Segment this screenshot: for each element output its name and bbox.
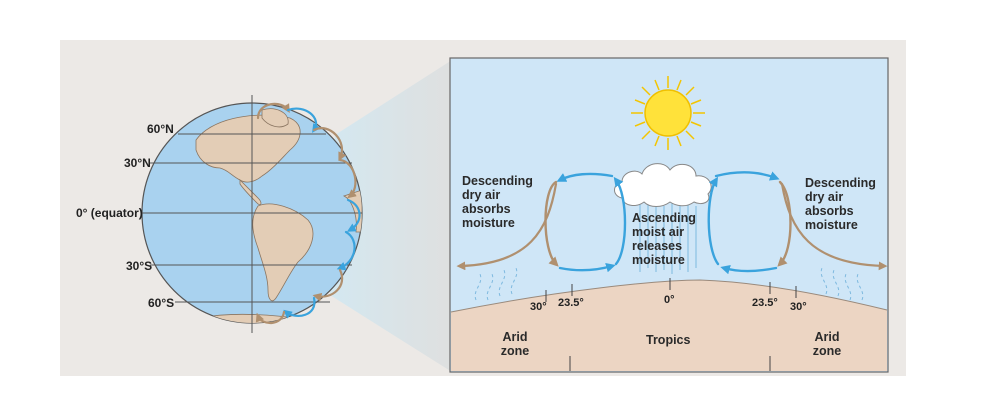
left-label-line-4: moisture xyxy=(462,216,515,230)
left-arid-zone-label: Arid zone xyxy=(498,330,532,358)
center-label-line-3: releases xyxy=(632,239,683,253)
sun-icon xyxy=(631,76,705,150)
right-hadley-cell xyxy=(707,171,792,275)
globe xyxy=(141,95,363,333)
south-america xyxy=(252,203,314,302)
tick-label-right-30: 30° xyxy=(790,301,807,313)
greenland xyxy=(261,108,289,128)
tick-label-center-0: 0° xyxy=(664,294,675,306)
right-label-line-2: dry air xyxy=(805,190,844,204)
right-arid-zone-label: Arid zone xyxy=(810,330,844,358)
lat-label-30s: 30°S xyxy=(126,259,153,273)
lat-label-60s: 60°S xyxy=(148,296,175,310)
left-label-line-3: absorbs xyxy=(462,202,511,216)
left-arid-line-2: zone xyxy=(500,344,530,358)
central-america xyxy=(239,179,262,205)
antarctica xyxy=(199,314,311,323)
right-descending-label: Descending dry air absorbs moisture xyxy=(805,176,876,232)
tick-label-left-23: 23.5° xyxy=(558,297,584,309)
tick-label-left-30: 30° xyxy=(530,301,547,313)
lat-label-30n: 30°N xyxy=(124,156,151,170)
descending-outflow xyxy=(456,182,888,271)
left-label-line-2: dry air xyxy=(462,188,501,202)
center-label-line-2: moist air xyxy=(632,225,685,239)
lat-label-equator: 0° (equator) xyxy=(76,206,143,220)
globe-circulation-cells xyxy=(255,102,361,325)
latitude-lines xyxy=(142,95,362,333)
tick-label-right-23: 23.5° xyxy=(752,297,778,309)
left-label-line-1: Descending xyxy=(462,174,533,188)
center-label-line-1: Ascending xyxy=(632,211,696,225)
right-label-line-3: absorbs xyxy=(805,204,854,218)
center-ascending-label: Ascending moist air releases moisture xyxy=(632,211,696,267)
tropics-label: Tropics xyxy=(646,333,691,347)
left-arid-line-1: Arid xyxy=(502,330,528,344)
right-label-line-4: moisture xyxy=(805,218,858,232)
lat-label-60n: 60°N xyxy=(147,122,174,136)
detail-box xyxy=(449,57,889,373)
latitude-ticks xyxy=(545,278,797,371)
right-label-line-1: Descending xyxy=(805,176,876,190)
right-arid-line-1: Arid xyxy=(814,330,840,344)
evaporation-marks xyxy=(474,267,864,301)
zoom-projection xyxy=(330,60,452,372)
left-descending-label: Descending dry air absorbs moisture xyxy=(462,174,533,230)
rain-streaks xyxy=(639,200,697,274)
right-arid-line-2: zone xyxy=(812,344,842,358)
ground xyxy=(451,280,887,371)
center-label-line-4: moisture xyxy=(632,253,685,267)
